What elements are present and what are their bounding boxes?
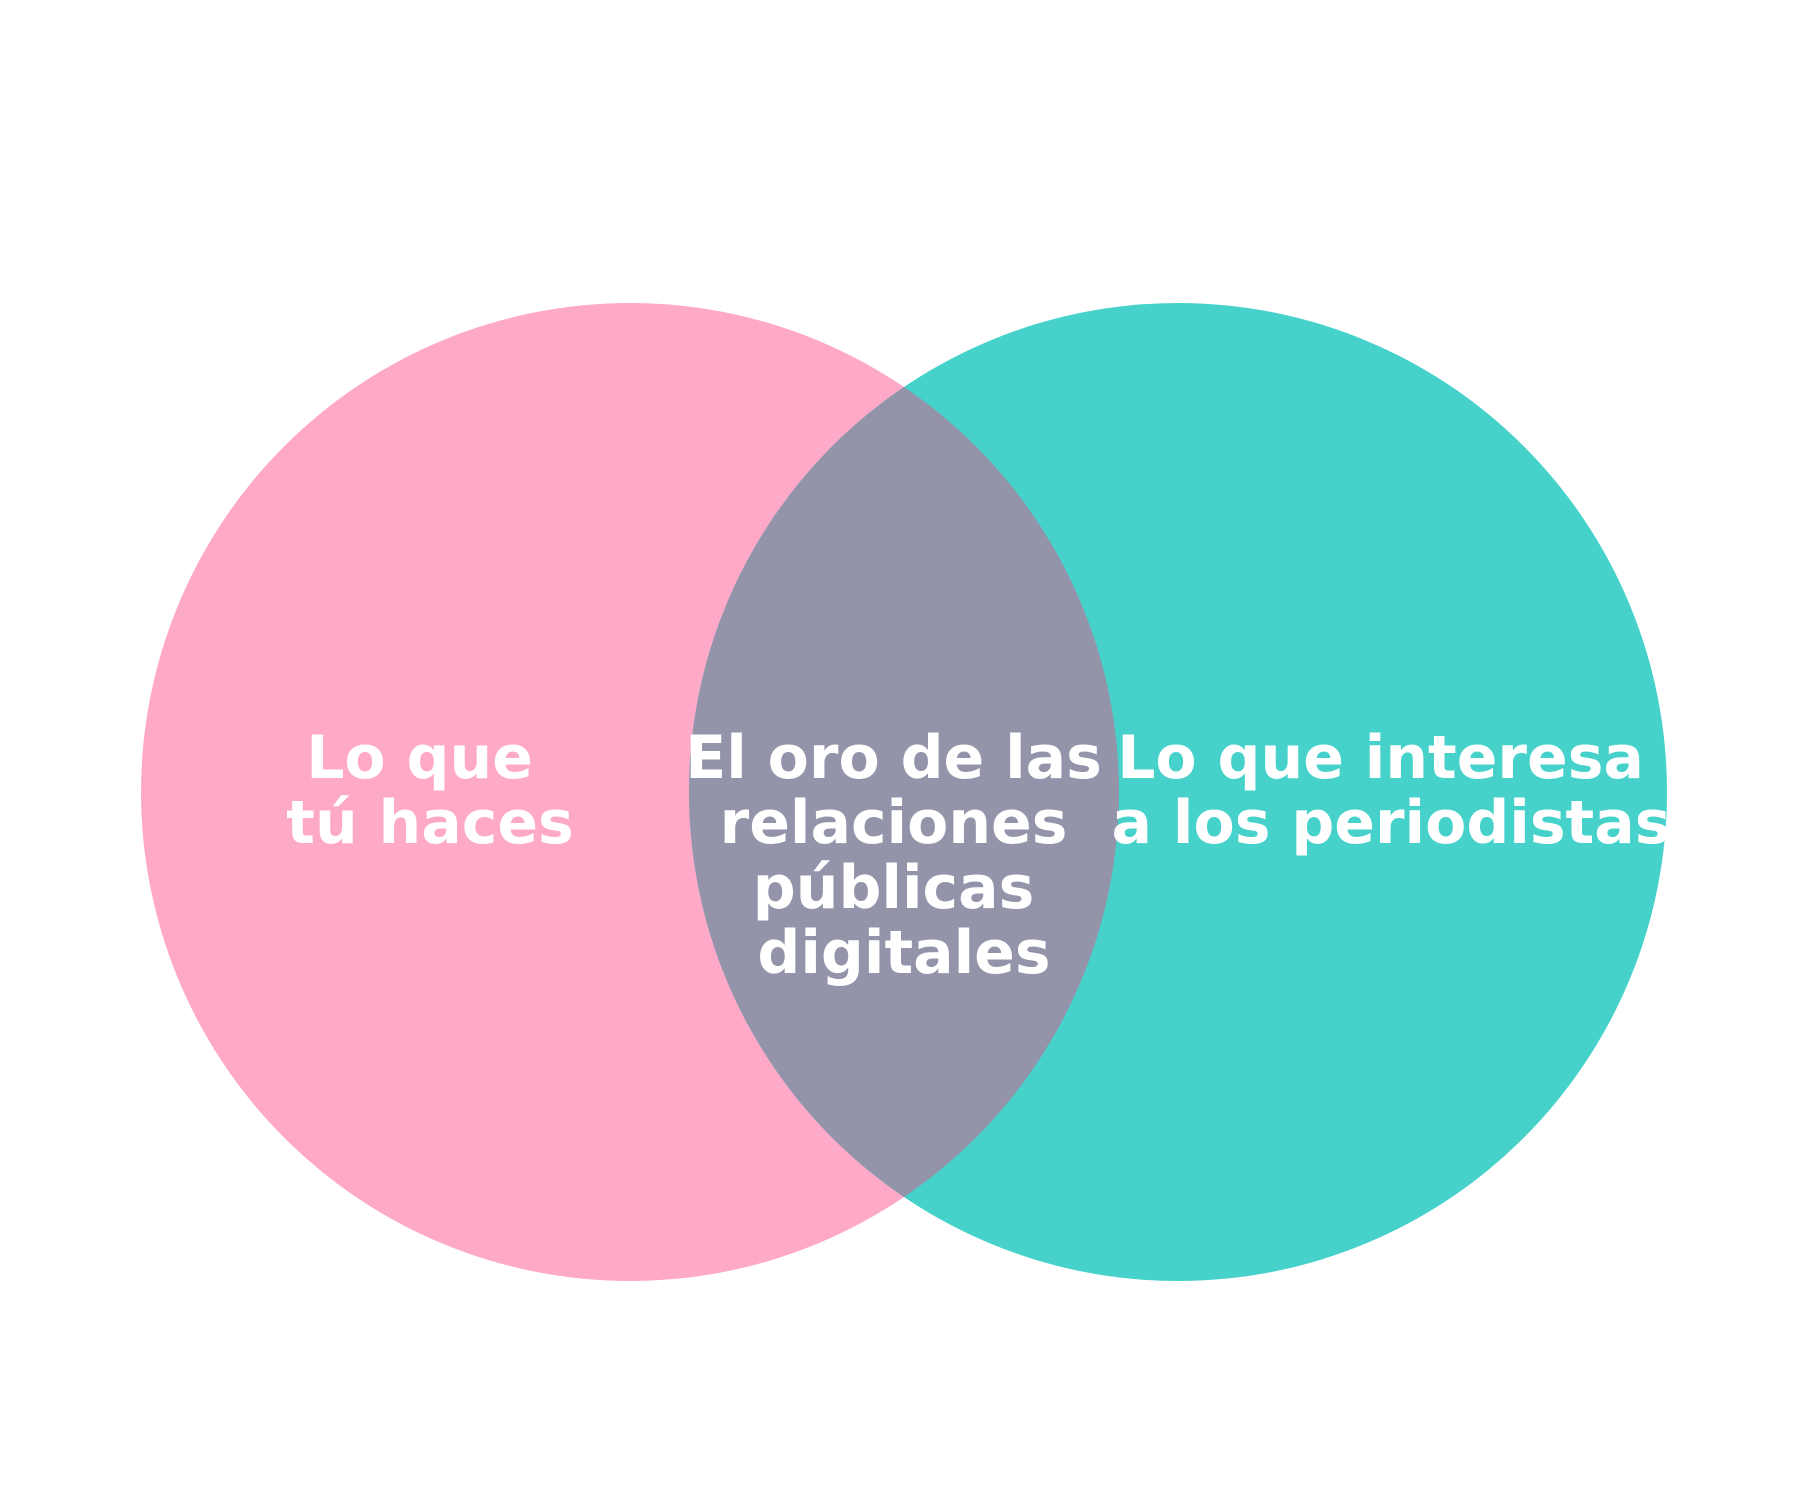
left-set-label: Lo que tú haces xyxy=(286,723,573,858)
left-set-label-line: tú haces xyxy=(286,788,573,858)
intersection-label-line: El oro de las xyxy=(685,723,1102,793)
intersection-label-line: relaciones xyxy=(720,788,1068,858)
intersection-label-line: digitales xyxy=(757,918,1050,988)
intersection-area xyxy=(689,303,1119,1281)
intersection-label-line: públicas xyxy=(753,853,1035,923)
intersection-label: El oro de las relaciones públicas digita… xyxy=(685,723,1123,988)
right-set-label-line: a los periodistas xyxy=(1112,788,1671,858)
right-set-label-line: Lo que interesa xyxy=(1117,723,1644,793)
right-set-label: Lo que interesa a los periodistas xyxy=(1112,723,1671,858)
left-set-label-line: Lo que xyxy=(306,723,533,793)
